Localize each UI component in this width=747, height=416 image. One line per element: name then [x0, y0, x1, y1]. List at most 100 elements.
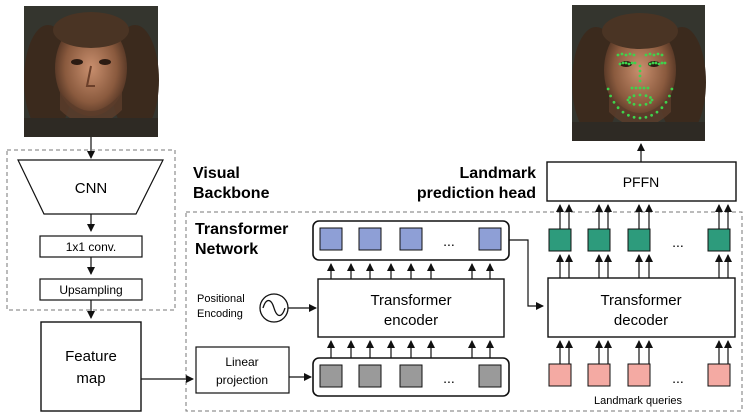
upsampling-label: Upsampling	[59, 283, 122, 297]
conv-label: 1x1 conv.	[66, 240, 116, 254]
ellipsis-label: ...	[672, 234, 684, 250]
landmark-point	[628, 96, 631, 99]
landmark-point	[633, 61, 637, 65]
landmark-point	[660, 61, 664, 65]
landmark-point	[616, 106, 620, 110]
landmark-point	[616, 53, 620, 57]
landmark-point	[644, 102, 648, 106]
ellipsis-label: ...	[672, 370, 684, 386]
landmark-point	[627, 62, 631, 66]
linear-projection-label-line2: projection	[216, 373, 268, 387]
landmark-point	[626, 98, 630, 102]
landmark-point	[646, 86, 650, 90]
landmark-head-title-line1: Landmark	[460, 165, 537, 182]
landmark-point	[650, 98, 654, 102]
positional-encoding-label-line1: Positional	[197, 293, 245, 305]
ellipsis-label: ...	[443, 370, 455, 386]
positional-encoding-label-line2: Encoding	[197, 308, 243, 320]
decoder-output-token	[548, 228, 572, 252]
encoder-output-token	[399, 227, 423, 251]
landmark-query-token	[548, 363, 572, 387]
landmark-point	[644, 94, 648, 98]
landmark-point	[609, 94, 612, 98]
landmark-point	[651, 61, 655, 65]
landmark-points	[606, 52, 674, 120]
pffn-label: PFFN	[623, 174, 660, 190]
decoder-output-token	[627, 228, 651, 252]
sine-wave-icon	[262, 299, 286, 317]
encoder-label-line2: encoder	[384, 312, 438, 329]
input-face-image	[24, 6, 159, 137]
encoder-label-line1: Transformer	[370, 292, 451, 309]
visual-backbone-title-line1: Visual	[193, 165, 240, 182]
landmark-point	[663, 61, 667, 65]
landmark-point	[644, 53, 648, 57]
landmark-point	[630, 61, 634, 65]
landmark-query-token	[707, 363, 731, 387]
landmark-point	[606, 87, 610, 91]
input-token	[478, 364, 502, 388]
cnn-block	[17, 159, 164, 215]
landmark-point	[660, 106, 664, 110]
landmark-query-token	[627, 363, 651, 387]
landmark-head-title-line2: prediction head	[417, 185, 536, 202]
encoder-output-token	[358, 227, 382, 251]
landmark-point	[648, 62, 652, 66]
encoder-output-tokens: ...	[319, 227, 502, 251]
decoder-label-line1: Transformer	[600, 292, 681, 309]
landmark-point	[642, 86, 646, 90]
landmark-point	[668, 94, 671, 98]
landmark-query-token	[587, 363, 611, 387]
landmark-point	[638, 64, 642, 68]
transformer-encoder-block	[317, 278, 505, 338]
decoder-output-token	[587, 228, 611, 252]
landmark-point	[654, 61, 658, 65]
landmark-point	[638, 79, 642, 83]
transformer-network-box	[185, 211, 743, 412]
landmark-point	[670, 87, 674, 91]
encoder-output-token	[478, 227, 502, 251]
landmark-point	[638, 116, 642, 120]
decoder-output-tokens: ...	[548, 228, 731, 252]
cnn-label: CNN	[75, 180, 108, 197]
landmark-point	[624, 61, 628, 65]
output-face-image	[572, 5, 706, 141]
landmark-point	[652, 53, 656, 57]
input-token	[399, 364, 423, 388]
landmark-point	[649, 96, 652, 99]
landmark-point	[638, 86, 642, 90]
transformer-network-title-line2: Network	[195, 241, 258, 258]
feature-map-label-line1: Feature	[65, 348, 117, 365]
token-arrows	[327, 204, 732, 364]
landmark-point	[634, 86, 638, 90]
visual-backbone-box	[6, 149, 176, 311]
landmark-point	[638, 93, 642, 97]
landmark-point	[621, 110, 625, 114]
landmark-point	[657, 62, 661, 66]
landmark-point	[632, 102, 636, 106]
encoder-output-token	[319, 227, 343, 251]
landmark-point	[628, 101, 631, 104]
landmark-point	[624, 53, 628, 57]
landmark-point	[630, 86, 634, 90]
landmark-point	[664, 100, 668, 104]
landmark-queries-label: Landmark queries	[594, 395, 683, 407]
landmark-point	[650, 113, 653, 117]
landmark-point	[620, 52, 624, 56]
landmark-point	[628, 52, 632, 56]
landmark-point	[621, 61, 625, 65]
landmark-point	[660, 53, 664, 57]
landmark-point	[618, 62, 622, 66]
landmark-point	[632, 94, 636, 98]
landmark-point	[632, 115, 636, 119]
landmark-point	[649, 101, 652, 104]
landmark-point	[644, 115, 648, 119]
feature-map-label-line2: map	[76, 370, 105, 387]
landmark-query-tokens: ...	[548, 363, 731, 387]
transformer-decoder-block	[547, 277, 736, 338]
arrow-encoder-to-decoder	[509, 239, 544, 310]
input-token	[319, 364, 343, 388]
landmark-point	[612, 100, 616, 104]
